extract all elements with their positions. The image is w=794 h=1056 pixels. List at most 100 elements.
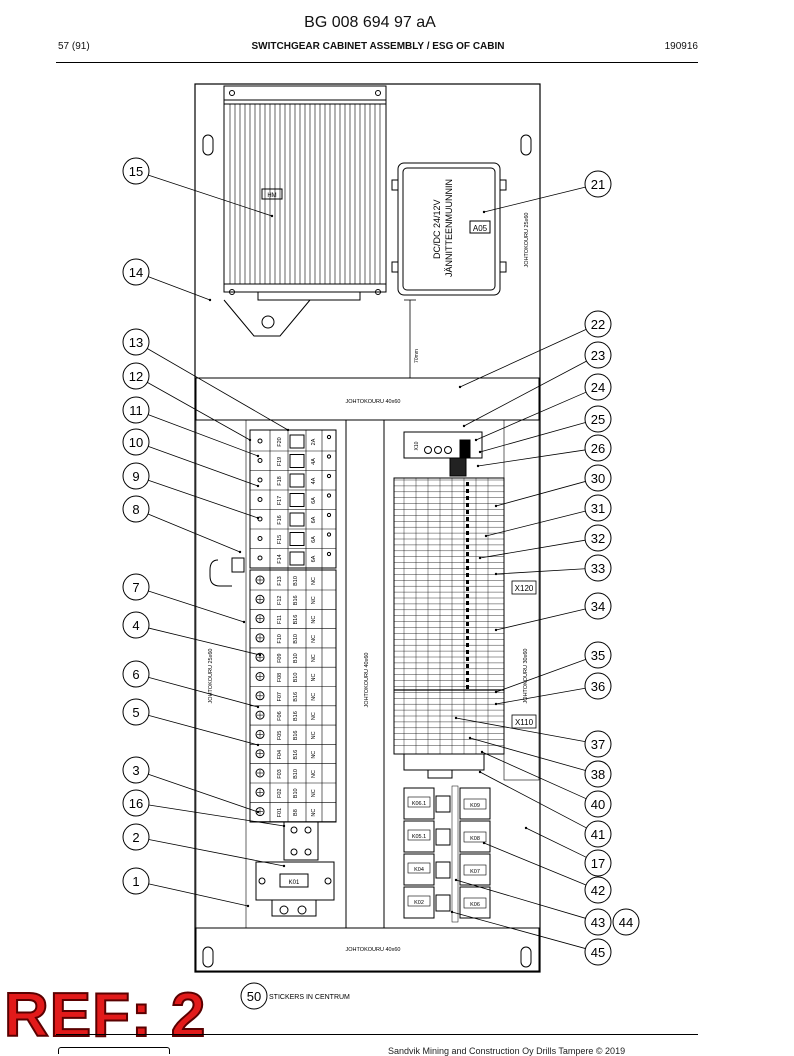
duct-mid-label: JOHTOKOURU 40x60 [346, 399, 401, 405]
svg-text:X110: X110 [515, 718, 534, 727]
svg-text:4: 4 [132, 618, 139, 633]
callout-11: 11 [122, 396, 150, 424]
fuse-rating: B16 [293, 711, 299, 721]
fuse-id: F05 [277, 731, 283, 740]
x10-label: X10 [414, 441, 420, 450]
svg-text:38: 38 [591, 767, 605, 782]
leader-dot-1 [246, 904, 250, 908]
fuse-rating: B10 [293, 673, 299, 683]
fuse-rating: 6A [311, 516, 317, 523]
callout-21: 21 [584, 170, 612, 198]
leader-dot-10 [256, 484, 260, 488]
fuse-nc: NC [311, 635, 317, 643]
leader-dot-42 [482, 841, 486, 845]
leader-line-21 [483, 186, 586, 213]
fuse-rating: B16 [293, 692, 299, 702]
terminal-jumper [466, 671, 469, 675]
leader-line-36 [495, 687, 586, 705]
callout-22: 22 [584, 310, 612, 338]
dimension-70mm: 70mm [414, 349, 420, 363]
svg-text:42: 42 [591, 883, 605, 898]
callout-25: 25 [584, 405, 612, 433]
fuse-rating: B10 [293, 769, 299, 779]
relay-k07: K07 [459, 853, 491, 886]
leader-dot-38 [468, 736, 472, 740]
leader-dot-33 [494, 572, 498, 576]
leader-dot-3 [256, 810, 260, 814]
callout-9: 9 [122, 462, 150, 490]
leader-dot-14 [208, 298, 212, 302]
terminal-jumper [466, 664, 469, 668]
terminal-block-area [393, 477, 505, 755]
leader-dot-32 [478, 556, 482, 560]
leader-dot-9 [256, 516, 260, 520]
svg-text:10: 10 [129, 435, 143, 450]
header-rule [56, 62, 698, 63]
fuse-rating: B16 [293, 615, 299, 625]
callout-5: 5 [122, 698, 150, 726]
fuse-nc: NC [311, 674, 317, 682]
fuse-rating: 6A [311, 497, 317, 504]
terminal-jumper [466, 538, 469, 542]
footer-rule [56, 1034, 698, 1035]
callout-13: 13 [122, 328, 150, 356]
fuse-rating: B10 [293, 653, 299, 663]
leader-line-17 [525, 827, 587, 858]
leader-line-8 [147, 513, 241, 553]
terminal-jumper [466, 643, 469, 647]
fuse-id: F10 [277, 634, 283, 643]
leader-line-33 [495, 568, 586, 575]
leader-dot-45 [450, 910, 454, 914]
terminal-x110-tag: X110 [511, 714, 537, 729]
svg-text:X120: X120 [515, 584, 534, 593]
svg-text:14: 14 [129, 265, 143, 280]
callout-40: 40 [584, 790, 612, 818]
svg-text:K05.1: K05.1 [412, 834, 426, 840]
leader-dot-21 [482, 210, 486, 214]
leader-line-30 [495, 481, 586, 507]
svg-text:24: 24 [591, 380, 605, 395]
svg-text:9: 9 [132, 469, 139, 484]
svg-text:7: 7 [132, 580, 139, 595]
ref-stamp: REF: 2 [3, 981, 207, 1050]
leader-line-10 [148, 446, 259, 487]
terminal-jumper [466, 615, 469, 619]
fuse-nc: NC [311, 616, 317, 624]
leader-dot-23 [462, 424, 466, 428]
leader-dot-12 [248, 438, 252, 442]
leader-line-7 [148, 590, 245, 623]
company-logo [58, 1047, 170, 1054]
fuse-id: F12 [277, 596, 283, 605]
leader-line-38 [469, 737, 586, 771]
callout-42: 42 [584, 876, 612, 904]
svg-text:6: 6 [132, 667, 139, 682]
leader-dot-25 [478, 450, 482, 454]
leader-dot-5 [256, 743, 260, 747]
leader-line-43 [455, 879, 586, 919]
svg-text:43: 43 [591, 915, 605, 930]
terminal-jumper [466, 524, 469, 528]
leader-line-2 [148, 839, 285, 867]
wire-duct-upper [195, 377, 540, 421]
fuse-id: F04 [277, 750, 283, 759]
leader-dot-17 [524, 826, 528, 830]
leader-line-35 [495, 659, 586, 693]
svg-text:K02: K02 [414, 900, 424, 906]
leader-dot-26 [476, 464, 480, 468]
terminal-jumper [466, 510, 469, 514]
hm-unit [223, 85, 387, 337]
fuse-id: F02 [277, 789, 283, 798]
callout-1: 1 [122, 867, 150, 895]
leader-dot-36 [494, 702, 498, 706]
terminal-jumper [466, 580, 469, 584]
terminal-jumper [466, 503, 469, 507]
svg-text:35: 35 [591, 648, 605, 663]
leader-dot-6 [256, 705, 260, 709]
leader-line-22 [459, 329, 587, 388]
callout-31: 31 [584, 494, 612, 522]
